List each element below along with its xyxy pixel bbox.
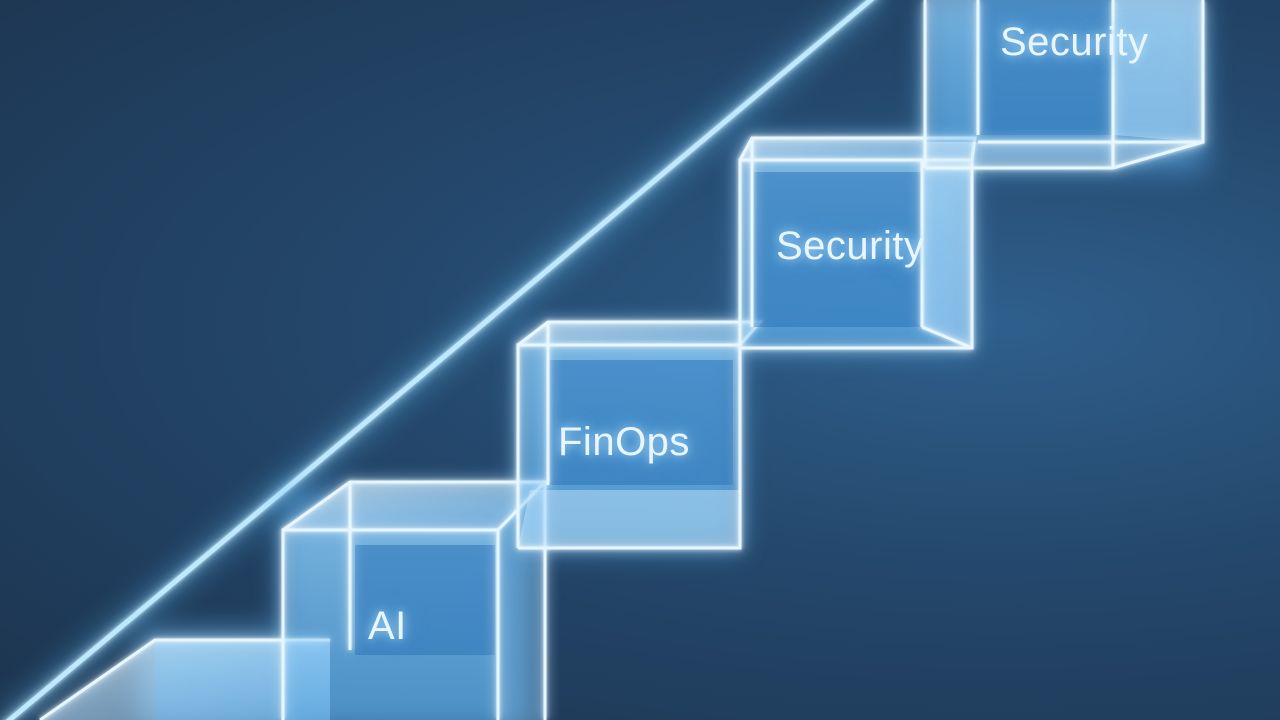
glass-cube-step-security-top bbox=[923, 0, 1205, 170]
glass-cube-step-security-mid bbox=[738, 136, 977, 350]
step-label-finops: FinOps bbox=[558, 420, 690, 464]
glass-cube-step-ai bbox=[281, 480, 549, 720]
step-label-security-top: Security bbox=[1000, 20, 1149, 64]
step-label-security-mid: Security bbox=[776, 224, 925, 268]
glass-cube-step-finops bbox=[516, 320, 764, 550]
step-label-ai: AI bbox=[368, 604, 407, 648]
glowing-diagonal-line bbox=[0, 0, 888, 720]
